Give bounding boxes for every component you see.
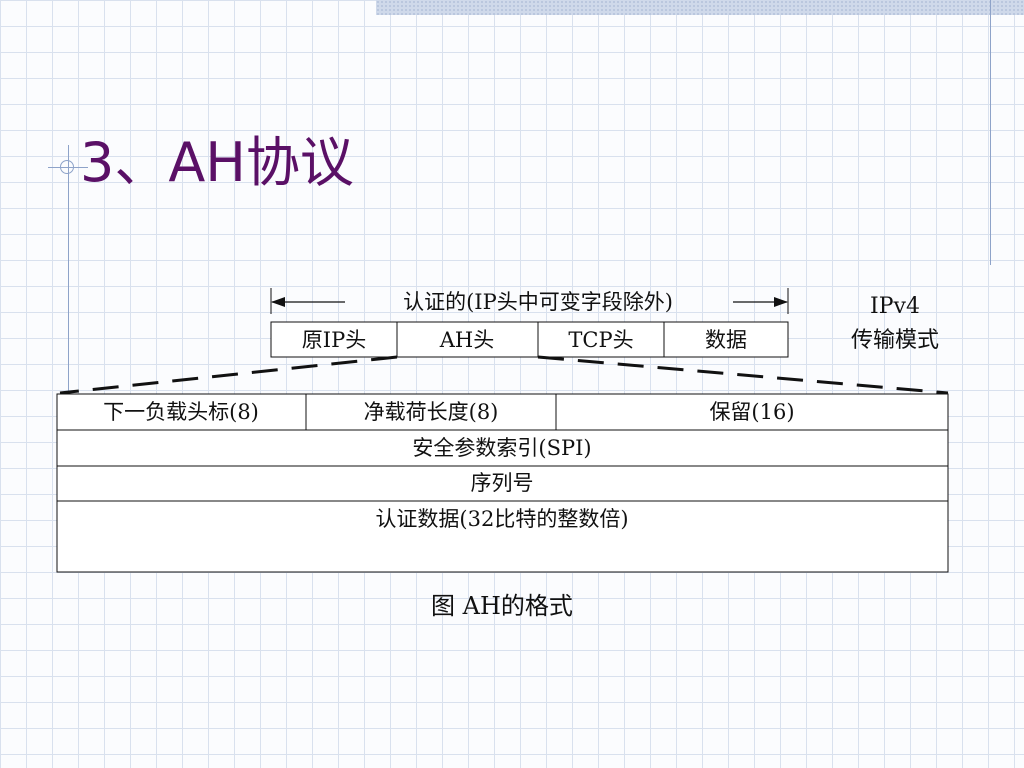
ah-payload-length: 净载荷长度(8)	[364, 400, 499, 424]
ah-next-header: 下一负载头标(8)	[103, 400, 259, 424]
ah-spi: 安全参数索引(SPI)	[412, 436, 591, 460]
decorative-left-line	[68, 145, 69, 400]
packet-field-orig-ip-header: 原IP头	[302, 328, 366, 352]
packet-field-tcp-header: TCP头	[568, 328, 633, 352]
mode-label-line2: 传输模式	[851, 328, 939, 353]
ah-auth-data: 认证数据(32比特的整数倍)	[375, 507, 628, 531]
decorative-top-band	[376, 0, 1024, 15]
ah-header-table	[56, 393, 949, 573]
zoom-line-right	[537, 355, 949, 395]
packet-field-ah-header: AH头	[439, 328, 494, 352]
span-label: 认证的(IP头中可变字段除外)	[403, 290, 673, 314]
mode-label-line1: IPv4	[870, 294, 920, 319]
title-bullet-icon	[60, 160, 74, 174]
ah-sequence-number: 序列号	[471, 471, 534, 495]
ah-reserved: 保留(16)	[709, 400, 794, 424]
packet-row	[270, 321, 789, 358]
zoom-line-left	[59, 355, 398, 395]
slide-title: 3、AH协议	[80, 131, 354, 194]
decorative-right-line	[990, 0, 991, 265]
figure-caption: 图 AH的格式	[431, 592, 573, 620]
packet-field-data: 数据	[705, 328, 747, 352]
